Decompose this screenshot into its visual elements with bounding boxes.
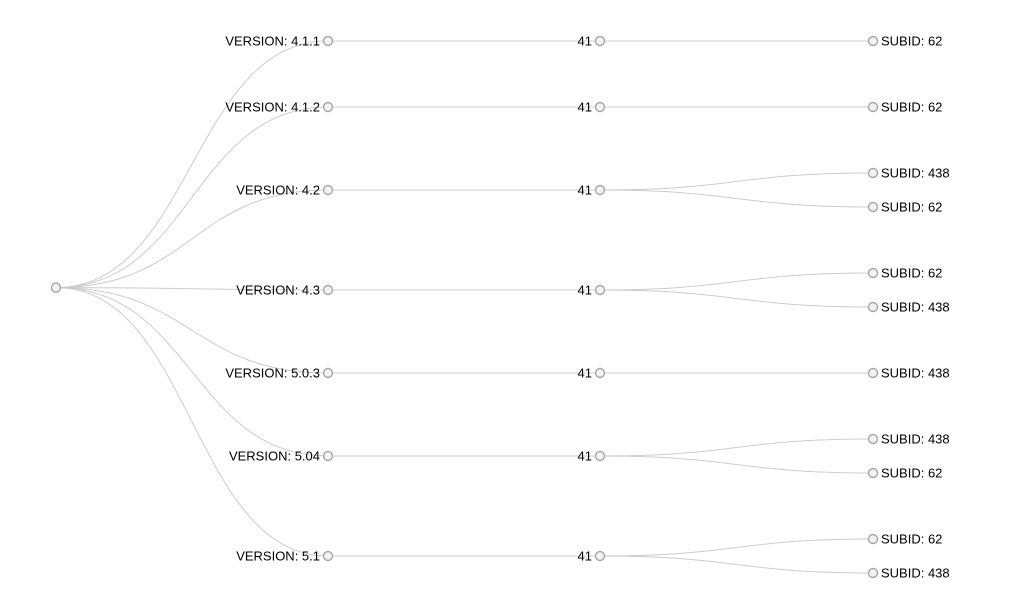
tree-node-circle[interactable] [322, 550, 334, 562]
tree-node-circle[interactable] [867, 533, 879, 545]
tree-node-circle[interactable] [867, 167, 879, 179]
tree-node: 41 [578, 449, 606, 464]
tree-node-label: 41 [578, 183, 592, 198]
tree-node-circle[interactable] [594, 284, 606, 296]
tree-node: SUBID: 62 [867, 100, 942, 115]
tree-link-path [599, 289, 874, 308]
tree-node: 41 [578, 283, 606, 298]
tree-node: SUBID: 62 [867, 466, 942, 481]
tree-link-path [55, 40, 329, 289]
tree-node-label: 41 [578, 366, 592, 381]
tree-node-circle[interactable] [867, 567, 879, 579]
tree-node-circle[interactable] [594, 35, 606, 47]
tree-node-circle[interactable] [594, 101, 606, 113]
tree-node: SUBID: 62 [867, 532, 942, 547]
tree-node: SUBID: 438 [867, 366, 950, 381]
tree-node-label: VERSION: 4.2 [236, 183, 320, 198]
tree-node-label: SUBID: 438 [881, 566, 950, 581]
tree-node-label: SUBID: 438 [881, 366, 950, 381]
tree-node: 41 [578, 34, 606, 49]
tree-node-circle[interactable] [322, 35, 334, 47]
tree-link-path [55, 189, 329, 289]
tree-link-path [55, 287, 329, 291]
tree-node-label: 41 [578, 549, 592, 564]
tree-node-circle[interactable] [867, 367, 879, 379]
tree-link-path [599, 189, 874, 208]
tree-node-circle[interactable] [867, 267, 879, 279]
tree-node-circle[interactable] [594, 450, 606, 462]
tree-node-circle[interactable] [594, 550, 606, 562]
tree-node: VERSION: 4.1.2 [225, 100, 334, 115]
tree-node-circle[interactable] [594, 367, 606, 379]
tree-node-label: SUBID: 62 [881, 466, 942, 481]
tree-link-path [599, 172, 874, 191]
tree-link-path [599, 272, 874, 291]
tree-link-path [55, 106, 329, 289]
tree-node: SUBID: 438 [867, 300, 950, 315]
tree-node [50, 282, 62, 293]
tree-node-label: SUBID: 438 [881, 432, 950, 447]
tree-node-circle[interactable] [867, 35, 879, 47]
tree-node: SUBID: 438 [867, 432, 950, 447]
tree-node-label: VERSION: 5.1 [236, 549, 320, 564]
tree-node: SUBID: 438 [867, 566, 950, 581]
tree-node-circle[interactable] [322, 101, 334, 113]
tree-node: SUBID: 62 [867, 34, 942, 49]
tree-node-label: SUBID: 62 [881, 100, 942, 115]
tree-node: 41 [578, 366, 606, 381]
tree-node-label: SUBID: 438 [881, 300, 950, 315]
tree-node-label: VERSION: 4.1.1 [225, 34, 320, 49]
tree-node-label: VERSION: 4.3 [236, 283, 320, 298]
tree-node-label: 41 [578, 449, 592, 464]
tree-node-circle[interactable] [322, 284, 334, 296]
tree-node: 41 [578, 183, 606, 198]
tree-node-label: SUBID: 62 [881, 34, 942, 49]
tree-node-label: SUBID: 62 [881, 200, 942, 215]
tree-link-path [55, 287, 329, 374]
tree-node-circle[interactable] [50, 282, 62, 293]
tree-node-circle[interactable] [322, 367, 334, 379]
tree-node-circle[interactable] [867, 201, 879, 213]
tree-node-circle[interactable] [322, 184, 334, 196]
tree-node-label: SUBID: 438 [881, 166, 950, 181]
tree-node-circle[interactable] [594, 184, 606, 196]
tree-node: VERSION: 4.2 [236, 183, 334, 198]
tree-node: SUBID: 438 [867, 166, 950, 181]
tree-node: SUBID: 62 [867, 200, 942, 215]
tree-node: VERSION: 5.0.3 [225, 366, 334, 381]
tree-node: VERSION: 4.1.1 [225, 34, 334, 49]
tree-node: SUBID: 62 [867, 266, 942, 281]
tree-link-path [599, 438, 874, 457]
tree-link-path [599, 555, 874, 574]
tree-node: 41 [578, 549, 606, 564]
tree-node: VERSION: 5.04 [229, 449, 334, 464]
tree-node-circle[interactable] [867, 301, 879, 313]
tree-node-circle[interactable] [867, 467, 879, 479]
tree-link-path [599, 455, 874, 474]
tree-node-label: VERSION: 4.1.2 [225, 100, 320, 115]
tree-node-label: VERSION: 5.04 [229, 449, 320, 464]
tree-node-label: SUBID: 62 [881, 266, 942, 281]
tree-link-path [55, 287, 329, 557]
tree-node-label: 41 [578, 100, 592, 115]
tree-node-label: 41 [578, 283, 592, 298]
tree-node-circle[interactable] [322, 450, 334, 462]
tree-node-circle[interactable] [867, 101, 879, 113]
tree-node: VERSION: 4.3 [236, 283, 334, 298]
tree-link-path [55, 287, 329, 457]
tree-node-label: SUBID: 62 [881, 532, 942, 547]
tree-link-path [599, 538, 874, 557]
tree-node: 41 [578, 100, 606, 115]
tree-node: VERSION: 5.1 [236, 549, 334, 564]
tree-node-label: 41 [578, 34, 592, 49]
tree-node-label: VERSION: 5.0.3 [225, 366, 320, 381]
tree-node-circle[interactable] [867, 433, 879, 445]
